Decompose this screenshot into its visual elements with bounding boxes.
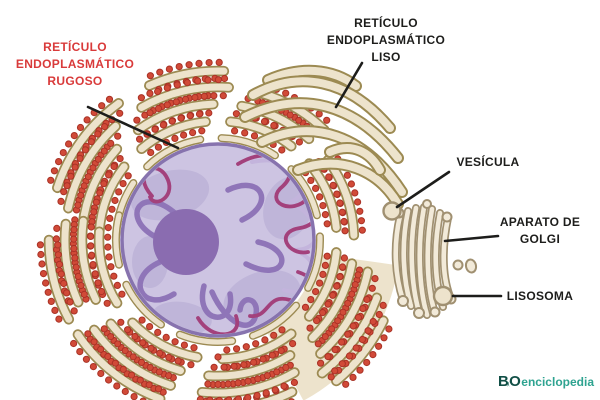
smooth-er-tubules [239,64,408,210]
golgi-apparatus [391,199,478,319]
label-smooth-er-line2: ENDOPLASMÁTICO [326,33,446,47]
golgi-bulb [429,306,441,318]
golgi-bulb [413,307,425,319]
label-vesicle: VESÍCULA [456,155,520,169]
label-rough-er: RETÍCULO ENDOPLASMÁTICO RUGOSO [6,39,144,90]
pointer-smooth-er [334,61,364,109]
label-smooth-er-line3: LISO [371,50,401,64]
pointer-vesicle [395,170,451,209]
pointer-lines [86,61,503,298]
lysosome-shape [432,285,454,307]
transport-vesicle [452,259,464,271]
rough-er-cisternae [43,65,389,400]
label-lysosome: LISOSOMA [506,289,574,303]
golgi-bulb [441,211,453,223]
nucleolus [153,209,219,275]
bioenciclopedia-watermark: B O enciclopedia [498,373,594,395]
pointer-golgi [443,234,500,243]
label-rough-er-line1: RETÍCULO [43,40,107,54]
pointer-rough-er [86,105,180,150]
label-smooth-er-line1: RETÍCULO [354,16,418,30]
watermark-name: enciclopedia [521,375,594,389]
label-rough-er-line2: ENDOPLASMÁTICO [15,57,135,71]
transport-vesicle [464,258,478,274]
label-golgi-line2: GOLGI [519,232,561,246]
label-golgi-line1: APARATO DE [499,215,581,229]
label-smooth-er: RETÍCULO ENDOPLASMÁTICO LISO [316,15,456,66]
ribosome-dots [36,58,393,400]
dna-icon [507,381,510,387]
watermark-letter-b: B [498,373,509,390]
golgi-bulb [422,199,432,209]
stray-ribosome-dot [214,353,222,361]
label-rough-er-line3: RUGOSO [47,74,103,88]
label-golgi: APARATO DE GOLGI [480,214,600,248]
nucleus [120,142,316,338]
watermark-letter-o: O [509,373,521,390]
golgi-bulb [397,295,409,307]
